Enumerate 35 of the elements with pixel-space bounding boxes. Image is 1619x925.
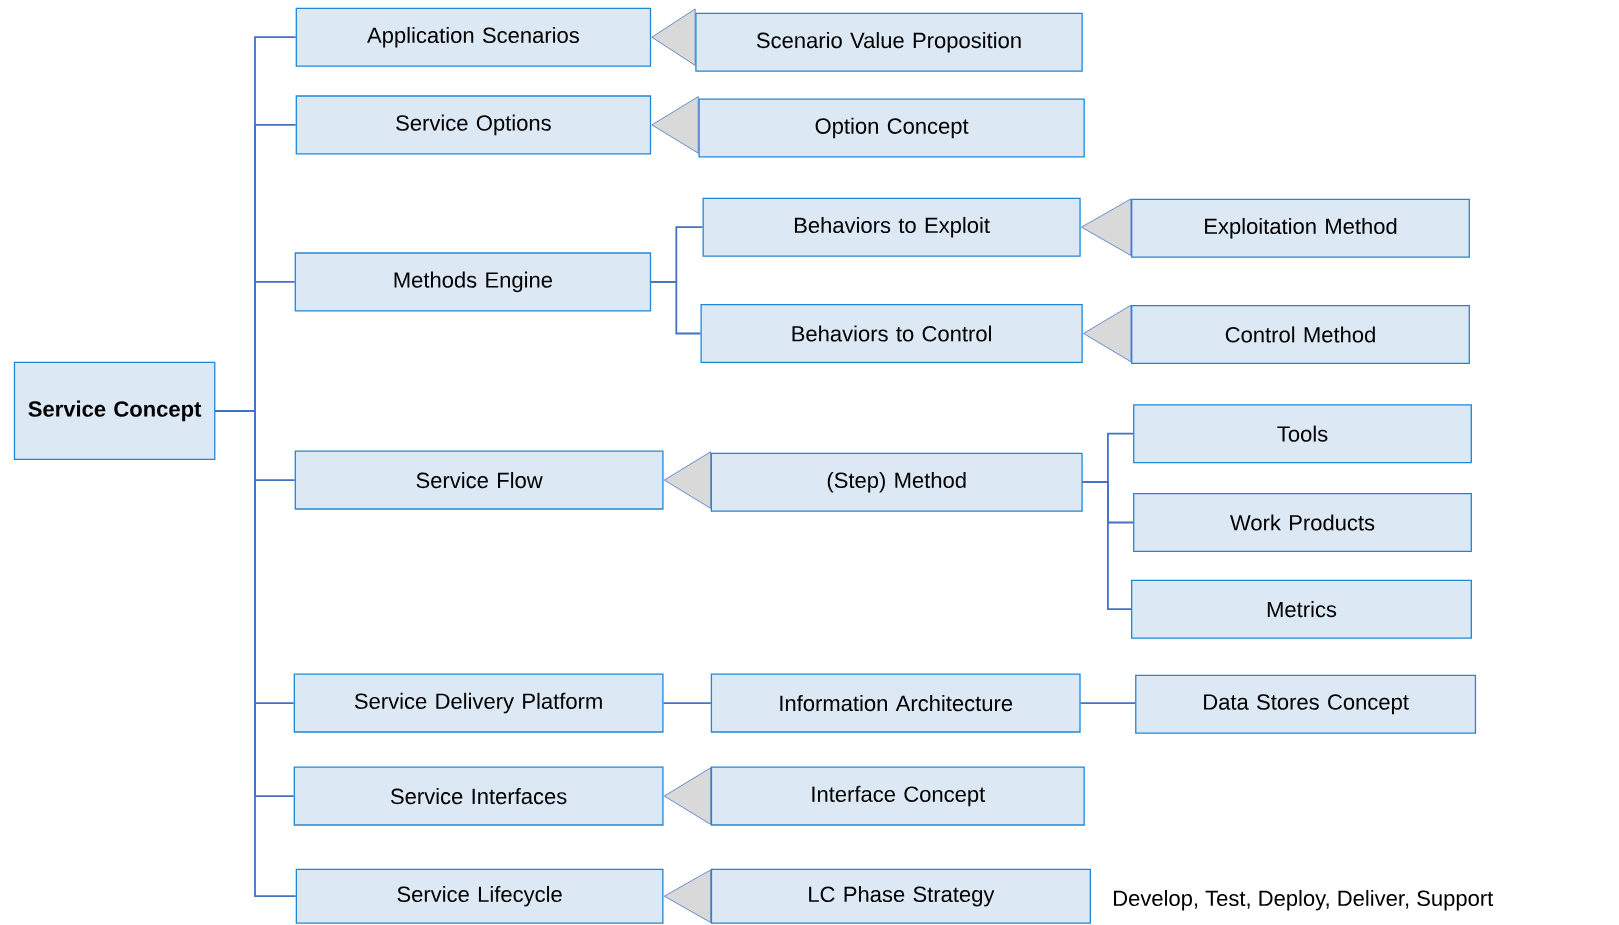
concept-box: Methods Engine	[294, 252, 652, 312]
concept-box: Application Scenarios	[295, 7, 652, 67]
concept-box: Control Method	[1131, 304, 1470, 365]
note-text: Develop, Test, Deploy, Deliver, Support	[1114, 889, 1494, 911]
concept-box: Exploitation Method	[1131, 198, 1470, 258]
connector	[663, 451, 712, 509]
connector	[1081, 198, 1132, 256]
concept-box: Metrics	[1131, 579, 1472, 639]
concept-box: Behaviors to Exploit	[702, 197, 1081, 257]
connector	[1083, 304, 1133, 363]
connector	[662, 702, 712, 704]
concept-box: Data Stores Concept	[1135, 674, 1477, 734]
connector	[650, 281, 702, 335]
concept-box: Information Architecture	[710, 673, 1081, 733]
concept-box: Service Interfaces	[293, 766, 664, 826]
connector	[214, 410, 297, 898]
concept-box: Service Options	[295, 95, 652, 155]
concept-box: Service Concept	[13, 361, 216, 461]
connector	[663, 869, 712, 923]
concept-box: Scenario Value Proposition	[695, 12, 1083, 72]
connector	[1081, 481, 1132, 611]
connector	[663, 767, 712, 825]
connector	[651, 96, 700, 154]
connector	[1079, 702, 1136, 704]
concept-box: Interface Concept	[710, 766, 1085, 826]
concept-box: Tools	[1133, 404, 1472, 464]
concept-box: Work Products	[1133, 492, 1472, 553]
concept-box: Service Flow	[294, 450, 664, 510]
connector	[651, 8, 697, 66]
concept-box: Service Lifecycle	[295, 868, 664, 924]
concept-box: (Step) Method	[710, 452, 1083, 512]
concept-box: Service Delivery Platform	[293, 673, 664, 733]
concept-box: Behaviors to Control	[700, 303, 1083, 364]
concept-box: LC Phase Strategy	[710, 868, 1091, 924]
concept-box: Option Concept	[698, 98, 1085, 158]
